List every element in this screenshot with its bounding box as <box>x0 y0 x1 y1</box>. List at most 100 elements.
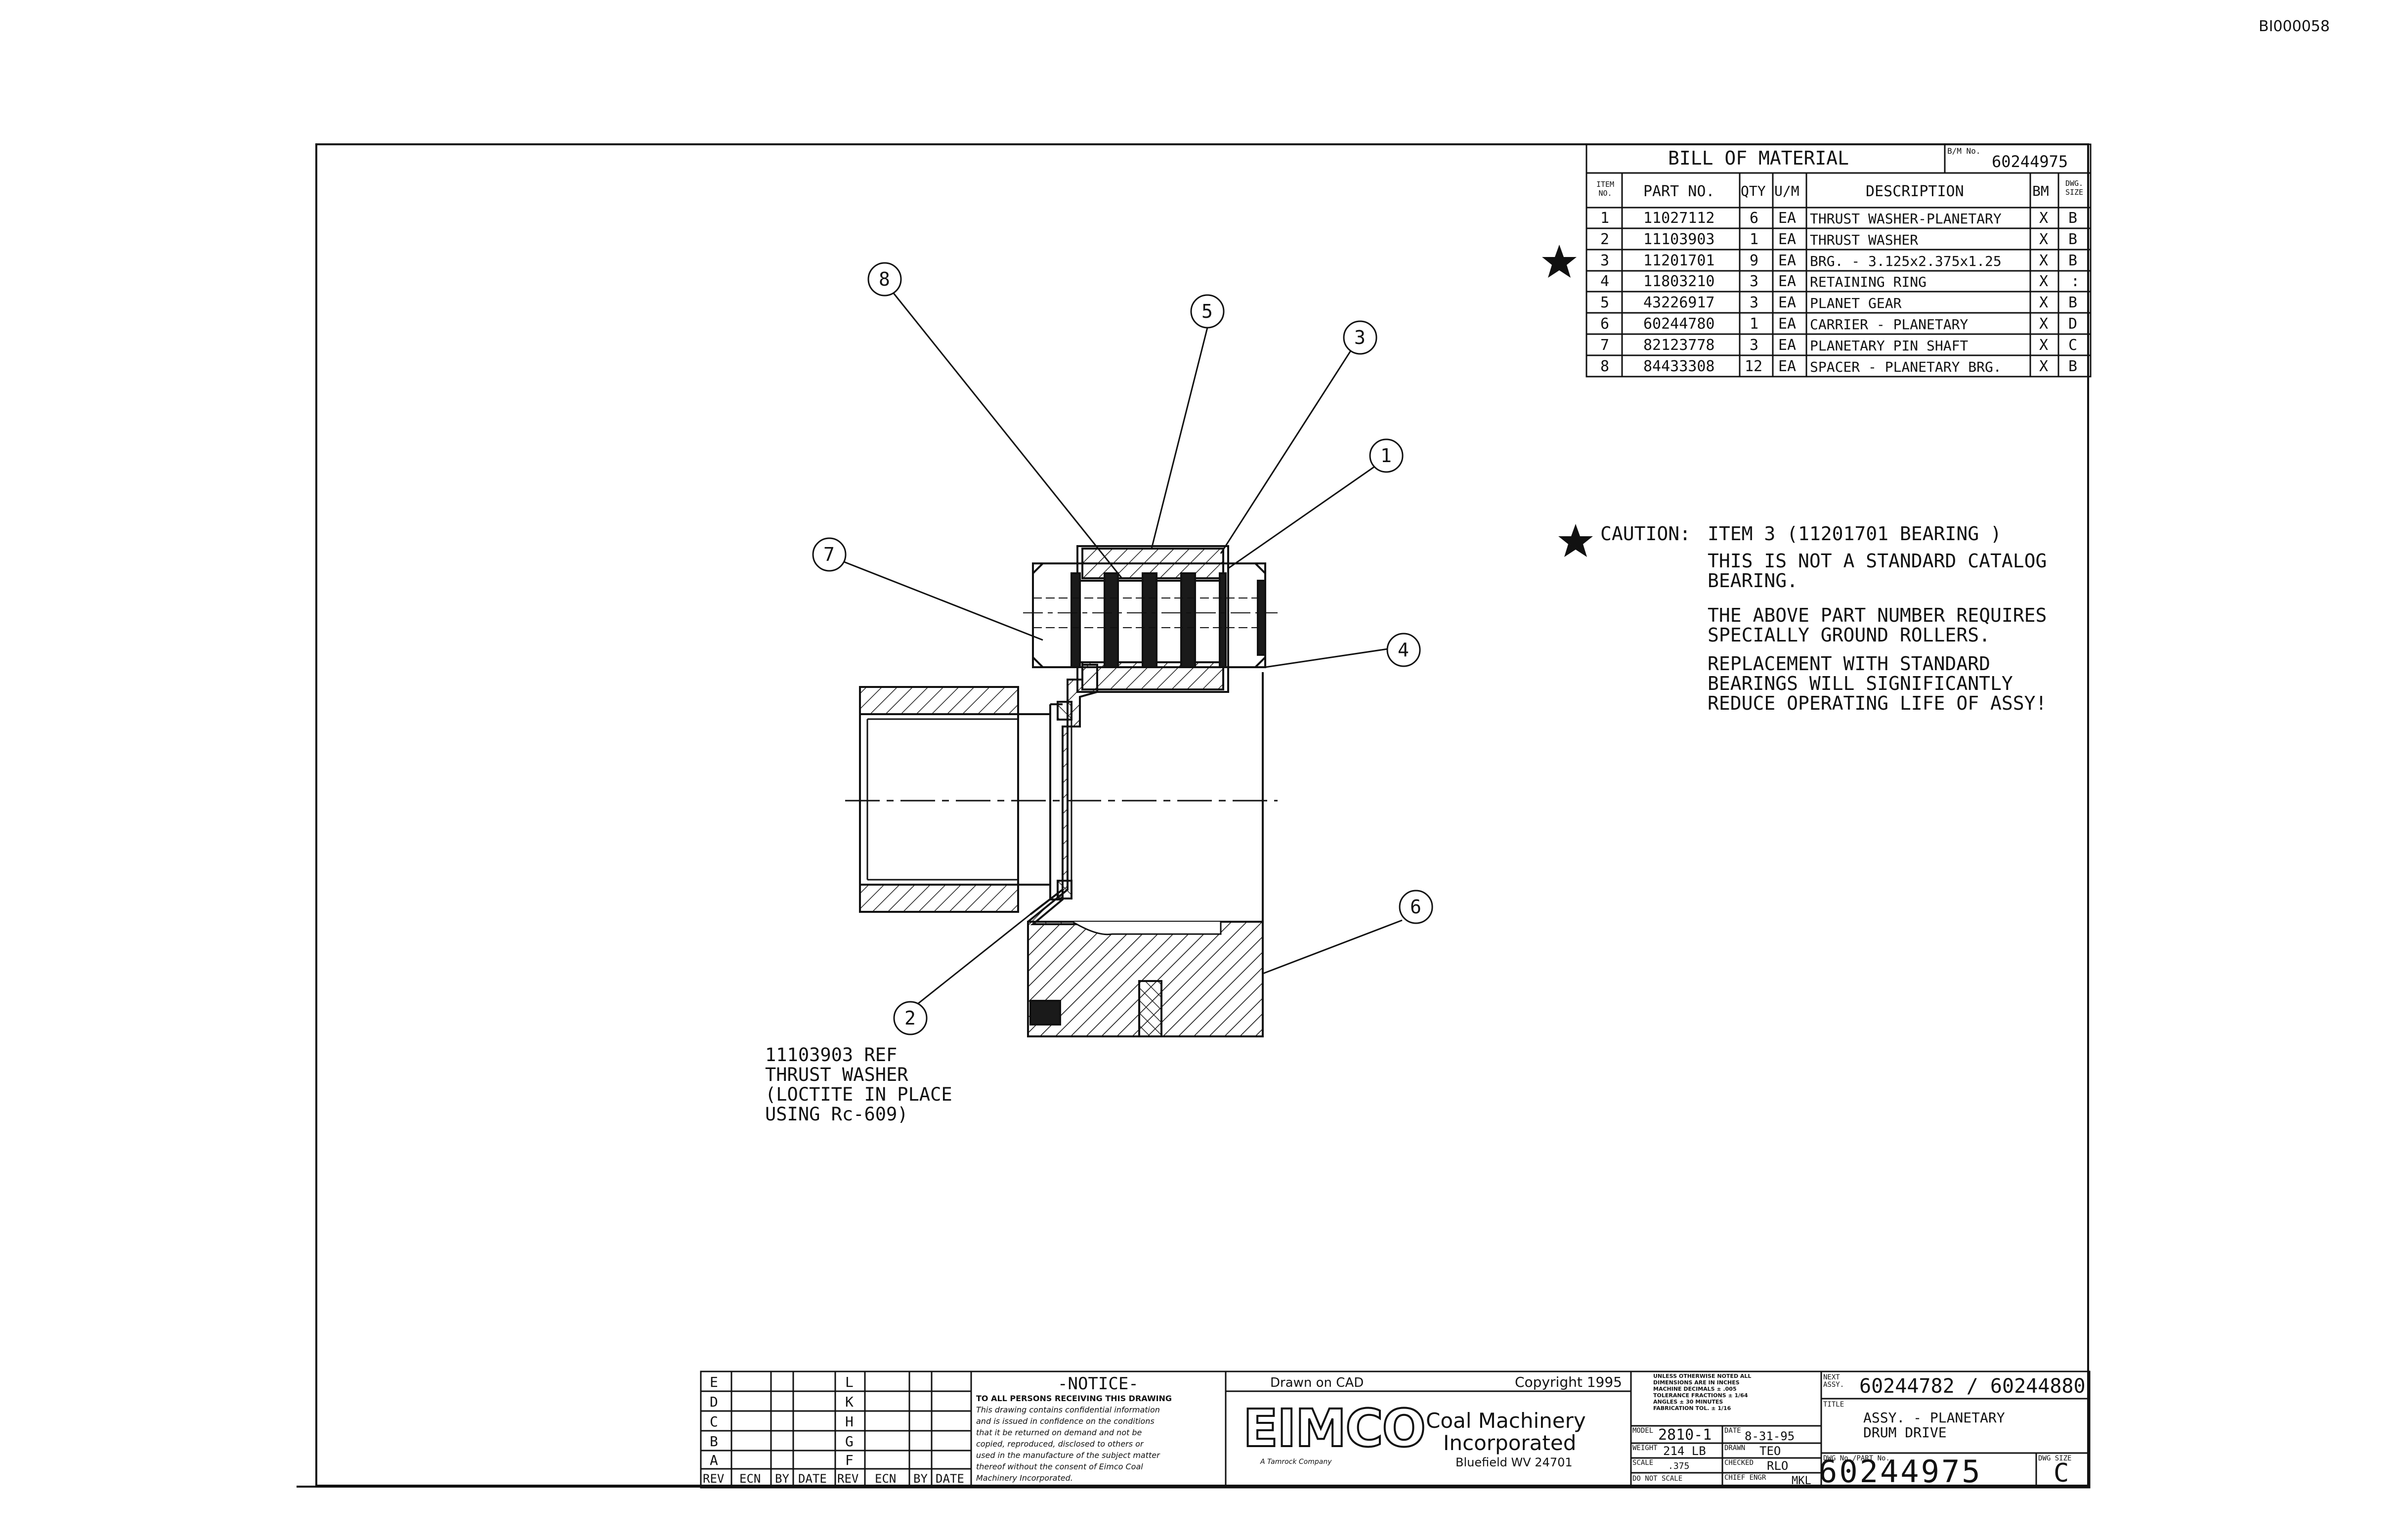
notice-line: that it be returned on demand and not be <box>976 1428 1142 1437</box>
company-tagline: A Tamrock Company <box>1260 1458 1332 1466</box>
balloon-1: 1 <box>1380 445 1392 467</box>
chief-engr-value: MKL <box>1792 1475 1811 1487</box>
bom-cell-um: EA <box>1778 358 1797 375</box>
tolerance-line: MACHINE DECIMALS ± .005 <box>1653 1386 1737 1392</box>
bom-header-um: U/M <box>1774 183 1799 199</box>
bom-cell-qty: 9 <box>1750 252 1759 269</box>
date-label: DATE <box>1724 1427 1741 1435</box>
bom-cell-item: 8 <box>1600 358 1610 375</box>
bom-cell-um: EA <box>1778 337 1797 354</box>
bom-cell-um: EA <box>1778 252 1797 269</box>
rev-letter: A <box>710 1452 718 1468</box>
bom-cell-bm: X <box>2039 294 2049 311</box>
bom-table-grid <box>1585 143 2092 378</box>
caution-label: CAUTION: <box>1600 523 1691 545</box>
rev-header: BY <box>775 1472 789 1486</box>
rev-header: ECN <box>875 1472 897 1486</box>
bom-cell-qty: 1 <box>1750 231 1759 248</box>
title-block-grid <box>700 1370 2091 1489</box>
title-line1: ASSY. - PLANETARY <box>1863 1410 2005 1426</box>
rev-header: ECN <box>739 1472 761 1486</box>
model-value: 2810-1 <box>1658 1426 1712 1444</box>
caution-body: THIS IS NOT A STANDARD CATALOG BEARING. … <box>1708 551 2047 713</box>
bom-cell-qty: 12 <box>1745 358 1763 375</box>
bom-title: BILL OF MATERIAL <box>1668 147 1849 169</box>
rev-header: DATE <box>936 1472 964 1486</box>
bom-cell-bm: X <box>2039 358 2049 375</box>
dwg-no-label: DWG No./PART No. <box>1823 1454 1890 1462</box>
tolerance-note: UNLESS OTHERWISE NOTED ALL DIMENSIONS AR… <box>1653 1373 1751 1412</box>
eimco-logo: EIMCO <box>1242 1398 1427 1458</box>
next-assy-value: 60244782 / 60244880 <box>1859 1375 2086 1398</box>
date-value: 8-31-95 <box>1745 1429 1795 1443</box>
bom-header-bm: BM <box>2032 183 2049 199</box>
bom-cell-description: RETAINING RING <box>1810 274 1927 290</box>
rev-letter: K <box>845 1394 854 1410</box>
bom-cell-description: THRUST WASHER-PLANETARY <box>1810 211 2002 227</box>
rev-header: DATE <box>798 1472 827 1486</box>
balloon-2: 2 <box>904 1007 916 1029</box>
rev-letter: D <box>710 1394 718 1410</box>
bom-cell-item: 4 <box>1600 273 1610 290</box>
notice-title: -NOTICE- <box>1058 1374 1139 1394</box>
rev-header: REV <box>837 1472 859 1486</box>
caution-line: THIS IS NOT A STANDARD CATALOG <box>1708 550 2047 572</box>
notice-line: used in the manufacture of the subject m… <box>976 1451 1160 1460</box>
chief-engr-label: CHIEF ENGR <box>1724 1474 1766 1482</box>
bom-cell-description: BRG. - 3.125x2.375x1.25 <box>1810 253 2002 269</box>
bom-cell-item: 1 <box>1600 210 1610 227</box>
bom-header-item: ITEM NO. <box>1596 180 1615 198</box>
title-label: TITLE <box>1823 1401 1844 1409</box>
bom-cell-bm: X <box>2039 210 2049 227</box>
bom-cell-description: SPACER - PLANETARY BRG. <box>1810 359 2002 375</box>
bom-cell-description: PLANETARY PIN SHAFT <box>1810 338 1969 354</box>
balloon-4: 4 <box>1398 639 1409 661</box>
drawn-on-cad: Drawn on CAD <box>1270 1375 1364 1390</box>
rev-header: REV <box>703 1472 725 1486</box>
dwg-size-label: DWG SIZE <box>2038 1454 2072 1462</box>
balloon-5: 5 <box>1201 300 1213 322</box>
note-line: 11103903 REF <box>765 1044 898 1066</box>
sheet-border <box>297 143 2089 1488</box>
bom-cell-bm: X <box>2039 315 2049 333</box>
bom-cell-qty: 6 <box>1750 210 1759 227</box>
caution-line: BEARINGS WILL SIGNIFICANTLY <box>1708 673 2013 694</box>
balloon-3: 3 <box>1354 327 1366 348</box>
dwg-size-value: C <box>2054 1458 2069 1488</box>
tolerance-line: DIMENSIONS ARE IN INCHES <box>1653 1379 1740 1386</box>
bom-cell-um: EA <box>1778 273 1797 290</box>
bom-cell-bm: X <box>2039 252 2049 269</box>
bom-cell-size: D <box>2068 315 2078 333</box>
bom-cell-size: B <box>2068 358 2078 375</box>
bom-header-part: PART NO. <box>1643 183 1715 200</box>
caution-line: REPLACEMENT WITH STANDARD <box>1708 653 1990 675</box>
title-line2: DRUM DRIVE <box>1863 1424 1947 1441</box>
tolerance-line: ANGLES ± 30 MINUTES <box>1653 1399 1723 1405</box>
caution-line: REDUCE OPERATING LIFE OF ASSY! <box>1708 692 2047 714</box>
balloon-8: 8 <box>879 268 890 290</box>
balloon-6: 6 <box>1410 896 1421 918</box>
dwg-number: 60244975 <box>1819 1454 1982 1490</box>
bom-header-qty: QTY <box>1741 183 1766 199</box>
caution-star-icons <box>1542 245 1593 557</box>
bom-number-label: B/M No. <box>1947 146 1981 156</box>
bom-cell-qty: 1 <box>1750 315 1759 333</box>
bom-cell-um: EA <box>1778 231 1797 248</box>
note-line: THRUST WASHER <box>765 1064 908 1085</box>
bom-cell-item: 6 <box>1600 315 1610 333</box>
rev-letter: B <box>710 1433 718 1450</box>
checked-label: CHECKED <box>1724 1459 1754 1467</box>
weight-value: 214 LB <box>1663 1444 1706 1458</box>
bom-cell-um: EA <box>1778 294 1797 311</box>
bom-cell-size: B <box>2068 294 2078 311</box>
bom-cell-part: 11103903 <box>1643 231 1715 248</box>
bom-cell-item: 2 <box>1600 231 1610 248</box>
bom-cell-part: 82123778 <box>1643 337 1715 354</box>
notice-line: and is issued in confidence on the condi… <box>976 1416 1155 1426</box>
bom-cell-bm: X <box>2039 273 2049 290</box>
company-name-line1: Coal Machinery <box>1426 1409 1586 1433</box>
scale-label: SCALE <box>1632 1459 1654 1467</box>
checked-value: RLO <box>1767 1459 1789 1473</box>
notice-line: TO ALL PERSONS RECEIVING THIS DRAWING <box>976 1394 1172 1403</box>
bom-cell-part: 11027112 <box>1643 210 1715 227</box>
